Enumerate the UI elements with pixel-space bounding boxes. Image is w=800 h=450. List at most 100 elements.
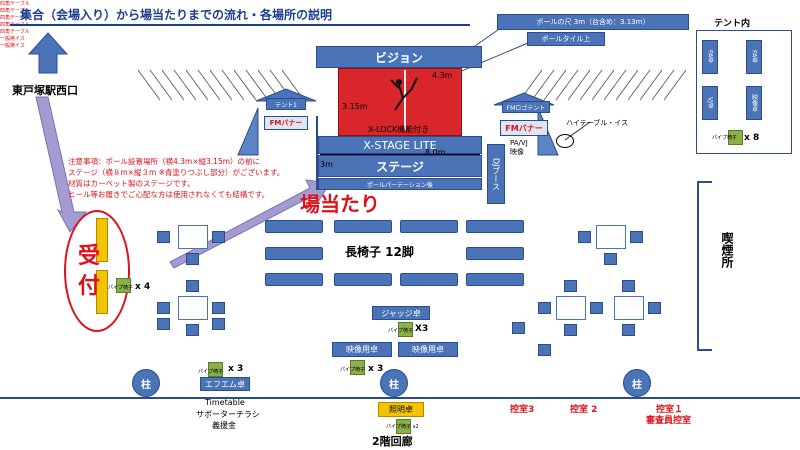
- judge-table: ジャッジ卓: [372, 306, 430, 320]
- tent-in-video: 映像卓: [746, 86, 762, 120]
- chair: [186, 280, 199, 292]
- scene-label: 場当たり: [300, 192, 380, 216]
- stage-dim-width-line: [320, 154, 480, 155]
- chair: [212, 318, 225, 330]
- stage-label: ステージ: [318, 155, 482, 177]
- notice-box: 注意事項：ポール設置場所（横4.3m×縦3.15m）の前に ステージ（横８m×縦…: [68, 156, 314, 200]
- room-3: 控室3: [510, 405, 535, 415]
- chair: [538, 344, 551, 356]
- fm-timetable: Timetable: [205, 398, 245, 407]
- judge-count: X3: [415, 324, 429, 334]
- chair-label: 一般席イス: [0, 43, 25, 49]
- seating-label: 長椅子 12脚: [345, 245, 414, 259]
- high-table-icon: [556, 134, 574, 148]
- notice-line-3: 材質はカーペット製のステージです。: [68, 179, 195, 188]
- smoking-label: 喫煙所: [720, 232, 734, 268]
- stage-name: X-STAGE LITE: [318, 136, 482, 154]
- table-label: 四角テーブル: [0, 29, 30, 35]
- video-pipe-label: パイプ椅子: [340, 367, 366, 373]
- pole-lock-label: X-LOCK機能付き: [368, 125, 430, 134]
- chair: [538, 302, 551, 314]
- chair: [622, 324, 635, 336]
- title-underline: [10, 24, 470, 26]
- pavj-label: PA/VJ 映像: [510, 139, 528, 156]
- chair: [157, 302, 170, 314]
- tent-in-count: x 8: [744, 133, 760, 143]
- bench: [334, 273, 392, 286]
- bench: [466, 220, 524, 233]
- chair: [186, 253, 199, 265]
- tent-in-pipe-chair: [728, 130, 743, 145]
- dj-booth: DJブース: [487, 144, 505, 204]
- right-tent-label: FMロゴテント: [502, 101, 550, 113]
- tent-in-vj: VJ卓: [702, 86, 718, 120]
- notice-line-2: ステージ（横８m×縦３m ※青塗りつぶし部分）がございます。: [68, 168, 285, 177]
- bench: [265, 247, 323, 260]
- corridor-label: 2階回廊: [372, 435, 413, 448]
- pillar: 柱: [132, 369, 160, 397]
- tent-in-pa-1: PA卓: [702, 40, 718, 74]
- pillar: 柱: [380, 369, 408, 397]
- room-2: 控室 2: [570, 405, 598, 415]
- fm-count: x 3: [228, 364, 244, 374]
- chair: [564, 280, 577, 292]
- video-table-right: 映像用卓: [398, 342, 458, 357]
- pole-dim-width: 4.3m: [432, 71, 453, 80]
- tent-in-box: [696, 30, 792, 154]
- chair-label: 一般席イス: [0, 36, 25, 42]
- right-tent-banner: FMバナー: [500, 120, 548, 136]
- bench: [334, 220, 392, 233]
- chair: [630, 231, 643, 243]
- chair: [186, 324, 199, 336]
- reception-pipe-label: パイプ椅子: [108, 285, 134, 291]
- light-pipe-chair: [396, 419, 411, 434]
- tent-in-pipe-label: パイプ椅子: [712, 135, 738, 141]
- dj-booth-label: DJブース: [491, 157, 501, 191]
- pole-dancer-icon: [390, 70, 418, 130]
- fm-pipe-label: パイプ椅子: [198, 369, 224, 375]
- table-label: 四角テーブル: [0, 15, 30, 21]
- square-table: [178, 296, 208, 320]
- notice-line-1: 注意事項：ポール設置場所（横4.3m×縦3.15m）の前に: [68, 157, 261, 166]
- room-1-judges: 審査員控室: [646, 416, 692, 426]
- square-table: [556, 296, 586, 320]
- chair: [212, 231, 225, 243]
- bench: [466, 247, 524, 260]
- chair: [604, 253, 617, 265]
- bench: [400, 273, 458, 286]
- bench: [400, 220, 458, 233]
- reception-table-bottom: [96, 270, 108, 314]
- stage-partition: ポールパーテーション後: [318, 178, 482, 190]
- stage-dim-width: 8.0m: [425, 148, 446, 157]
- room-1: 控室１: [656, 405, 684, 415]
- vision-screen: ビジョン: [316, 46, 482, 68]
- square-table: [614, 296, 644, 320]
- reception-char-2: 付: [78, 274, 101, 299]
- bench: [265, 220, 323, 233]
- reception-char-1: 受: [78, 244, 101, 269]
- square-table: [596, 225, 626, 249]
- video-count: x 3: [368, 364, 384, 374]
- station-label: 東戸塚駅西口: [12, 84, 78, 97]
- left-tent-label: テント1: [266, 98, 306, 110]
- notice-line-4: ヒール等お履きでご心配な方は使用されなくても結構です。: [68, 190, 270, 199]
- stage-left-edge: [316, 116, 318, 190]
- reception-pipe-chair: [116, 278, 131, 293]
- chair: [622, 280, 635, 292]
- fm-table: エフエム卓: [200, 377, 250, 391]
- pole-ruler-callout: ポールの尺 3m（台含め：3.13m）: [497, 14, 689, 30]
- tent-in-title: テント内: [714, 19, 751, 29]
- judge-pipe-chair: [398, 322, 413, 337]
- stage-dim-depth: 3m: [320, 160, 333, 169]
- light-table: 照明卓: [378, 402, 424, 417]
- chair: [648, 302, 661, 314]
- chair: [212, 302, 225, 314]
- tent-in-pa-2: PA卓: [746, 40, 762, 74]
- fm-donation: 義援金: [212, 421, 236, 430]
- table-label: 四角テーブル: [0, 1, 30, 7]
- reception-count: x 4: [135, 282, 151, 292]
- reception-table-top: [96, 218, 108, 262]
- square-table: [178, 225, 208, 249]
- high-table-label: ハイテーブル・イス: [566, 119, 629, 127]
